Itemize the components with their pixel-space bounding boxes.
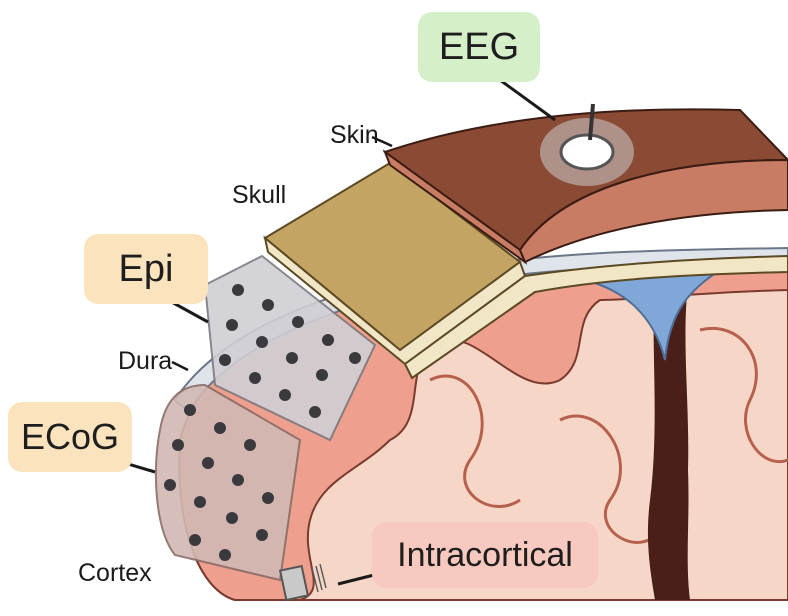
intracortical-array — [280, 566, 308, 600]
ecog-tag: ECoG — [8, 402, 132, 472]
intracortical-tag: Intracortical — [372, 522, 598, 588]
eeg-tag: EEG — [418, 12, 540, 82]
eeg-leader-line — [500, 80, 555, 120]
dura-leader-line — [172, 362, 188, 370]
dura-label: Dura — [118, 347, 172, 376]
epi-tag: Epi — [84, 234, 208, 304]
eeg-electrode — [561, 135, 613, 169]
skin-label: Skin — [330, 121, 379, 150]
cortex-label: Cortex — [78, 559, 152, 588]
skull-label: Skull — [232, 181, 286, 210]
